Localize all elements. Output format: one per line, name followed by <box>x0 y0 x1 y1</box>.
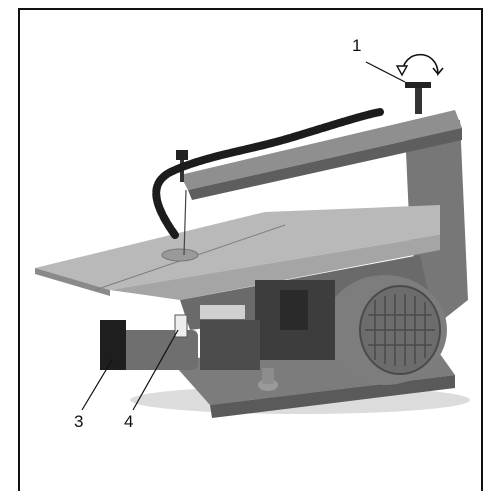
leader-line-3 <box>81 359 113 411</box>
dust-port-dark <box>100 320 126 370</box>
saw-blade <box>183 189 187 256</box>
upper-arm <box>180 110 462 190</box>
foot-post <box>262 368 274 384</box>
curved-arrow-tail <box>395 65 409 77</box>
front-housing <box>200 320 260 370</box>
dust-port <box>108 330 198 370</box>
callout-4: 4 <box>124 412 134 431</box>
callout-1: 1 <box>352 36 362 55</box>
upper-arm-side <box>188 128 462 200</box>
motor-vent-grid <box>365 294 435 366</box>
table-front-edge <box>35 268 110 296</box>
air-hose <box>152 108 384 239</box>
leader-line-1 <box>365 61 406 83</box>
front-clamp-knob <box>176 150 188 160</box>
leader-line-4 <box>132 329 179 411</box>
tension-knob-cap <box>405 82 431 88</box>
table-top-right <box>110 235 440 300</box>
base-plate-front <box>210 375 455 418</box>
table-top <box>35 205 440 290</box>
tilt-lock <box>174 314 188 338</box>
tension-knob-shaft <box>415 88 422 114</box>
tilt-scale <box>200 305 245 319</box>
curved-arrow-icon <box>401 53 444 77</box>
throat-plate <box>161 248 199 262</box>
callout-3: 3 <box>74 412 84 431</box>
switch-box <box>280 290 308 330</box>
